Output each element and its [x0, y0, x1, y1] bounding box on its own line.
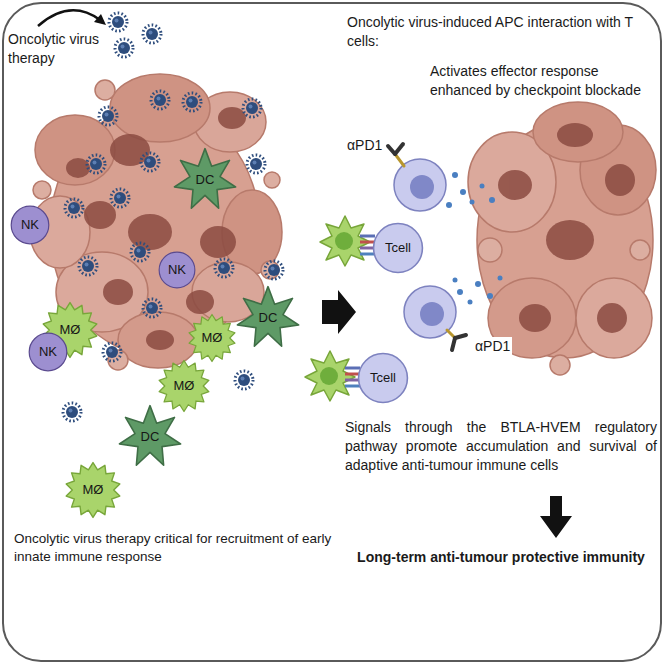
dendritic-cell: DC [173, 148, 237, 212]
oncolytic-virus [63, 13, 283, 421]
cell-label: Tcell [370, 371, 396, 385]
cell-label: DC [196, 173, 215, 187]
pathway-note: Signals through the BTLA-HVEM regulatory… [345, 418, 657, 475]
innate-note: Oncolytic virus therapy critical for rec… [14, 530, 336, 566]
cell-label: Tcell [385, 241, 411, 255]
macrophage: MØ [65, 462, 121, 518]
result-arrow [540, 496, 572, 538]
antibody-label: αPD1 [345, 136, 384, 155]
macrophage: MØ [188, 314, 236, 362]
therapy-arrow [38, 10, 100, 26]
nk-cell: NK [28, 332, 68, 372]
cell-label: MØ [174, 379, 195, 393]
tumour-nuclei-left [66, 107, 246, 350]
cell-label: NK [21, 218, 39, 232]
tumour-nuclei-right [498, 123, 635, 333]
cell-label: MØ [60, 323, 81, 337]
section-heading: Oncolytic virus-induced APC interaction … [347, 13, 647, 51]
cell-label: MØ [202, 331, 223, 345]
therapy-label: Oncolytic virus therapy [8, 30, 100, 68]
granules [446, 172, 503, 305]
antibody-label: αPD1 [473, 337, 512, 356]
nk-cell: NK [10, 205, 50, 245]
transition-arrow [322, 290, 356, 334]
t-cell: Tcell [357, 352, 409, 404]
outer-frame [3, 3, 661, 661]
dendritic-cell: DC [118, 405, 182, 469]
dendritic-cell: DC [236, 286, 300, 350]
effector-note: Activates effector response enhanced by … [430, 62, 658, 100]
t-cell: Tcell [372, 222, 424, 274]
outcome-label: Long-term anti-tumour protective immunit… [345, 548, 657, 567]
cell-label: NK [168, 263, 186, 277]
cell-label: NK [39, 345, 57, 359]
cell-label: DC [259, 311, 278, 325]
cell-label: MØ [83, 483, 104, 497]
cell-label: DC [141, 430, 160, 444]
arrow-head [94, 14, 106, 25]
nk-cell: NK [158, 251, 196, 289]
tumour-right [468, 102, 656, 375]
macrophage: MØ [158, 360, 210, 412]
